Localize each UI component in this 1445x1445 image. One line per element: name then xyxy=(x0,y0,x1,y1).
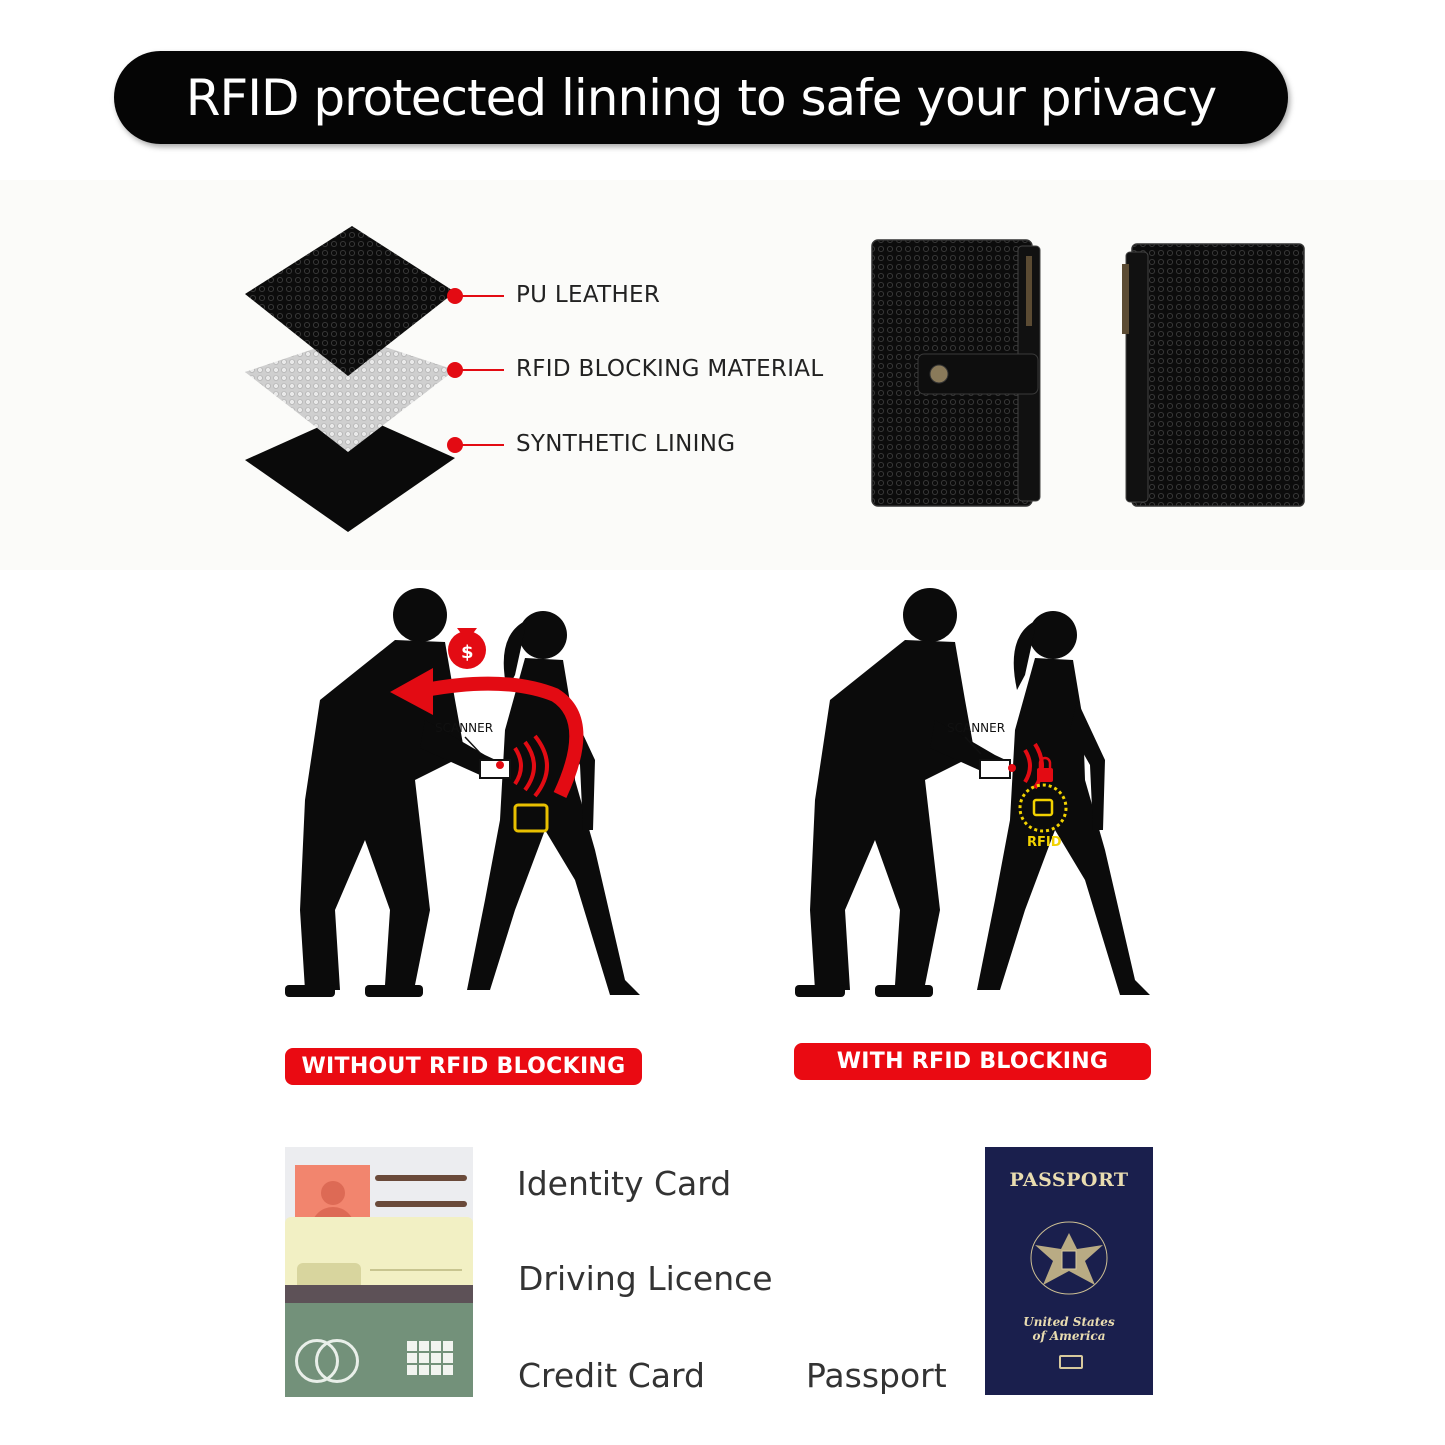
synthetic-lining-layer xyxy=(245,412,455,532)
scanner-label: SCANNER xyxy=(947,721,1005,735)
woman-silhouette xyxy=(977,611,1150,995)
title-banner: RFID protected linning to safe your priv… xyxy=(114,51,1288,144)
padlock-icon xyxy=(1037,768,1053,782)
cards-illustration xyxy=(285,1147,473,1397)
without-rfid-badge-text: WITHOUT RFID BLOCKING xyxy=(301,1054,626,1079)
eagle-seal-icon xyxy=(1030,1221,1108,1295)
passport-cover: PASSPORT United States of America xyxy=(985,1147,1153,1395)
wallet-icon xyxy=(513,803,549,833)
rfid-tag: RFID xyxy=(1027,835,1062,850)
with-rfid-illustration: SCANNER RFID xyxy=(795,588,1150,997)
stolen-data-arrow xyxy=(423,676,584,798)
with-rfid-badge-text: WITH RFID BLOCKING xyxy=(836,1049,1109,1074)
scanner-label: SCANNER xyxy=(435,721,493,735)
rfid-blocking-layer xyxy=(245,336,455,452)
wallet-front-image xyxy=(871,239,1041,507)
layer-label-synthetic-lining: SYNTHETIC LINING xyxy=(516,431,736,457)
wallet-back-image xyxy=(1122,243,1305,507)
man-silhouette xyxy=(795,588,1010,997)
layer-marker-dot xyxy=(447,288,463,304)
layer-label-rfid-material: RFID BLOCKING MATERIAL xyxy=(516,356,824,382)
layer-marker-line xyxy=(460,444,504,446)
scanner-device xyxy=(479,759,511,779)
woman-silhouette xyxy=(467,611,640,995)
money-bag-icon xyxy=(448,631,486,669)
layer-marker-dot xyxy=(447,437,463,453)
pu-leather-layer xyxy=(245,226,455,376)
layer-label-pu-leather: PU LEATHER xyxy=(516,282,661,308)
without-rfid-badge: WITHOUT RFID BLOCKING xyxy=(285,1048,642,1085)
rfid-shield-ring xyxy=(1018,783,1068,833)
identity-card-label: Identity Card xyxy=(517,1164,732,1203)
biometric-chip-icon xyxy=(1059,1355,1083,1369)
credit-card-label: Credit Card xyxy=(518,1356,705,1395)
svg-text:$: $ xyxy=(461,642,474,663)
layer-marker-dot xyxy=(447,362,463,378)
scanner-device xyxy=(979,759,1011,779)
passport-label: Passport xyxy=(806,1356,947,1395)
layer-stack-illustration xyxy=(245,226,455,532)
layer-marker-line xyxy=(460,369,504,371)
wallet-icon xyxy=(1032,798,1054,817)
passport-title: PASSPORT xyxy=(1009,1169,1129,1191)
with-rfid-badge: WITH RFID BLOCKING xyxy=(794,1043,1151,1080)
banner-text: RFID protected linning to safe your priv… xyxy=(185,68,1218,127)
layer-marker-line xyxy=(460,295,504,297)
driving-licence-label: Driving Licence xyxy=(518,1259,773,1298)
passport-country-line2: of America xyxy=(1032,1329,1106,1343)
without-rfid-illustration: SCANNER $ xyxy=(285,588,640,997)
passport-country-line1: United States xyxy=(1023,1315,1115,1329)
